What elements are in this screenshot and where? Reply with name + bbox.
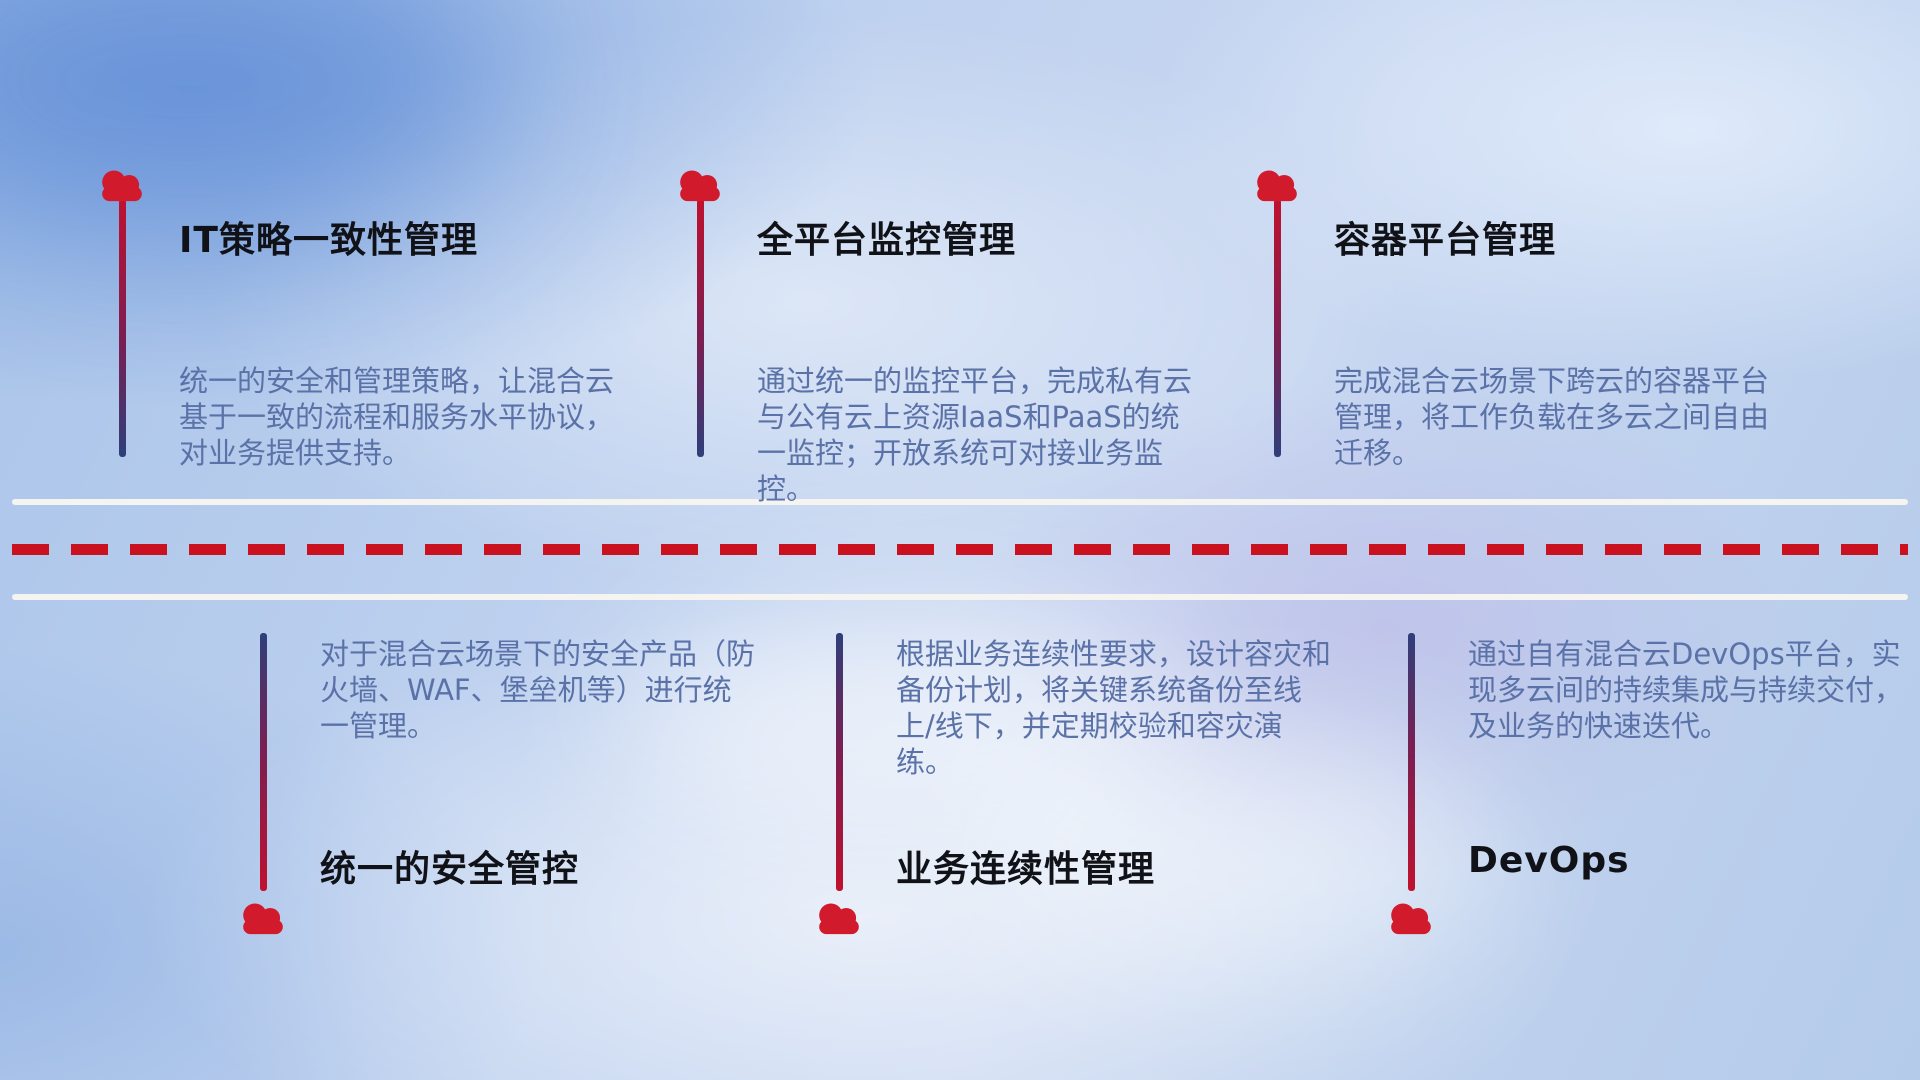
item-unified-security: 对于混合云场景下的安全产品（防火墙、WAF、堡垒机等）进行统一管理。 统一的安全… (236, 628, 756, 958)
timeline-bottom-white-line (12, 594, 1908, 600)
item-container-platform: 容器平台管理 完成混合云场景下跨云的容器平台管理，将工作负载在多云之间自由迁移。 (1250, 165, 1770, 495)
item-platform-monitoring: 全平台监控管理 通过统一的监控平台，完成私有云与公有云上资源IaaS和PaaS的… (673, 165, 1193, 506)
connector-line (836, 633, 843, 891)
item-title: DevOps (1468, 840, 1630, 881)
connector-line (260, 633, 267, 891)
item-business-continuity: 根据业务连续性要求，设计容灾和备份计划，将关键系统备份至线上/线下，并定期校验和… (812, 628, 1332, 958)
connector-line (1408, 633, 1415, 891)
item-title: 业务连续性管理 (896, 849, 1156, 890)
item-it-policy-consistency: IT策略一致性管理 统一的安全和管理策略，让混合云基于一致的流程和服务水平协议，… (95, 165, 615, 495)
item-title: 统一的安全管控 (320, 849, 580, 890)
item-description: 根据业务连续性要求，设计容灾和备份计划，将关键系统备份至线上/线下，并定期校验和… (896, 637, 1332, 779)
cloud-icon (243, 903, 283, 935)
item-description: 完成混合云场景下跨云的容器平台管理，将工作负载在多云之间自由迁移。 (1334, 364, 1770, 470)
connector-line (697, 199, 704, 457)
item-description: 通过自有混合云DevOps平台，实现多云间的持续集成与持续交付，及业务的快速迭代… (1468, 637, 1904, 743)
item-description: 统一的安全和管理策略，让混合云基于一致的流程和服务水平协议，对业务提供支持。 (179, 364, 615, 470)
item-title: 容器平台管理 (1334, 220, 1557, 261)
cloud-icon (680, 170, 720, 202)
cloud-icon (1391, 903, 1431, 935)
cloud-icon (819, 903, 859, 935)
cloud-icon (102, 170, 142, 202)
item-description: 通过统一的监控平台，完成私有云与公有云上资源IaaS和PaaS的统一监控；开放系… (757, 364, 1193, 506)
item-title: IT策略一致性管理 (179, 220, 478, 261)
connector-line (1274, 199, 1281, 457)
cloud-icon (1257, 170, 1297, 202)
timeline-dashed-line (12, 544, 1908, 555)
item-description: 对于混合云场景下的安全产品（防火墙、WAF、堡垒机等）进行统一管理。 (320, 637, 756, 743)
timeline-top-white-line (12, 499, 1908, 505)
connector-line (119, 199, 126, 457)
item-devops: 通过自有混合云DevOps平台，实现多云间的持续集成与持续交付，及业务的快速迭代… (1384, 628, 1904, 958)
item-title: 全平台监控管理 (757, 220, 1017, 261)
